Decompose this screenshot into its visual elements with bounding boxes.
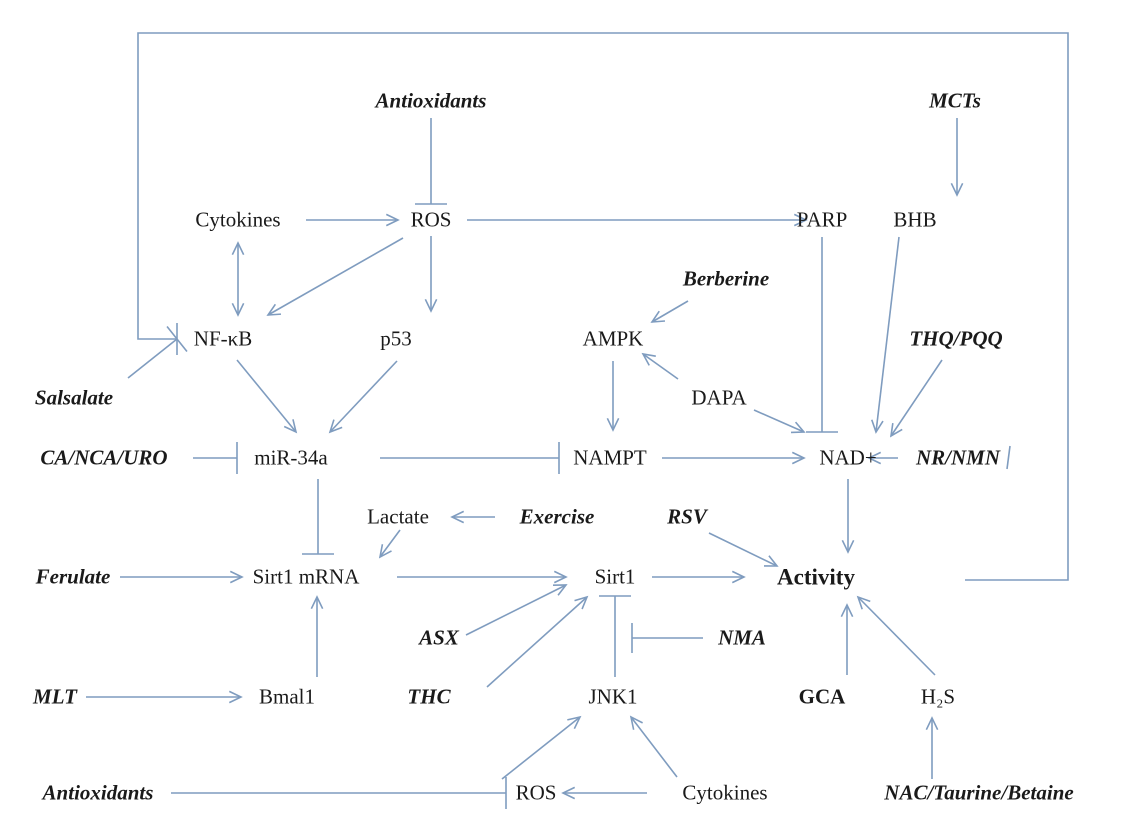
edge-ros-top-to-parp-arrowhead	[793, 213, 808, 227]
node-thq-pqq: THQ/PQQ	[909, 326, 1003, 351]
node-salsalate: Salsalate	[34, 385, 114, 410]
edge-dapa-to-ampk	[642, 353, 679, 380]
node-p53: p53	[380, 326, 412, 351]
edge-bhb-to-nad-arrowhead	[870, 419, 884, 434]
node-nr-nmn: NR/NMN	[915, 445, 1001, 470]
edge-cytokines-top-to-nfkb-arrowhead-reverse	[231, 241, 245, 256]
node-bmal1: Bmal1	[259, 684, 315, 709]
node-rsv: RSV	[667, 504, 707, 529]
edge-dapa-to-ampk-arrowhead	[641, 352, 656, 366]
edge-nfkb-to-mir34a-arrowhead	[283, 419, 298, 434]
edge-rsv-to-activity-arrowhead	[763, 555, 779, 567]
node-jnk1: JNK1	[588, 684, 638, 709]
edge-ros-bottom-to-jnk1	[501, 716, 581, 780]
edge-berberine-to-ampk	[651, 300, 689, 323]
edge-cytokines-top-to-ros-top-arrowhead	[385, 213, 400, 227]
edge-thq-pqq-to-nad	[890, 359, 943, 437]
edge-asx-to-sirt1	[465, 584, 567, 636]
edge-berberine-to-ampk-arrowhead	[650, 310, 666, 323]
edge-cytokines-bottom-to-jnk1-arrowhead	[629, 715, 643, 730]
node-nac-taurine-betaine: NAC/Taurine/Betaine	[884, 780, 1074, 805]
edge-cytokines-bottom-to-jnk1	[630, 716, 678, 778]
node-parp: PARP	[796, 207, 848, 232]
edge-gca-to-activity-arrowhead	[840, 603, 854, 618]
edge-dapa-to-nad	[753, 409, 805, 433]
node-antioxidants-top: Antioxidants	[375, 88, 487, 113]
edge-nad-to-activity-arrowhead	[841, 539, 855, 554]
edge-bmal1-to-sirt1-mrna-arrowhead	[310, 595, 324, 610]
edge-asx-to-sirt1-arrowhead	[552, 584, 568, 596]
nr-nmn-slash-mark	[1006, 445, 1011, 470]
node-ros-top: ROS	[410, 207, 452, 232]
node-ca-nca-uro: CA/NCA/URO	[40, 445, 168, 470]
node-nampt: NAMPT	[573, 445, 647, 470]
edge-ros-bottom-to-jnk1-arrowhead	[567, 715, 582, 730]
edge-ferulate-to-sirt1-mrna-arrowhead	[229, 570, 244, 584]
node-nfkb: NF-κB	[193, 326, 253, 351]
node-ferulate: Ferulate	[35, 564, 111, 589]
node-ros-bottom: ROS	[515, 780, 557, 805]
edge-dapa-to-nad-arrowhead	[790, 421, 806, 434]
node-asx: ASX	[419, 625, 459, 650]
edge-ros-top-to-nfkb	[267, 237, 404, 316]
edge-bhb-to-nad	[875, 236, 900, 433]
node-activity: Activity	[777, 564, 855, 590]
node-sirt1: Sirt1	[594, 564, 636, 589]
node-nma: NMA	[718, 625, 766, 650]
node-sirt1-mrna: Sirt1 mRNA	[252, 564, 360, 589]
edge-mlt-to-bmal1-arrowhead	[228, 690, 243, 704]
edge-cytokines-top-to-nfkb-arrowhead	[231, 302, 245, 317]
edge-thc-to-sirt1	[486, 596, 588, 688]
node-berberine: Berberine	[682, 266, 770, 291]
node-cytokines-bottom: Cytokines	[682, 780, 768, 805]
edge-lactate-to-sirt1-mrna-arrowhead	[378, 544, 392, 559]
node-ampk: AMPK	[582, 326, 644, 351]
node-mlt: MLT	[33, 684, 77, 709]
edge-rsv-to-activity	[708, 532, 778, 567]
node-nad: NAD+	[819, 445, 877, 470]
edge-ros-top-to-nfkb-arrowhead	[266, 303, 282, 316]
node-bhb: BHB	[893, 207, 937, 232]
node-antioxidants-bottom: Antioxidants	[42, 780, 154, 805]
edge-activity-to-nfkb-feedback-loop	[137, 32, 1069, 581]
node-lactate: Lactate	[367, 504, 429, 529]
node-cytokines-top: Cytokines	[195, 207, 281, 232]
edge-mcts-to-bhb-arrowhead	[950, 182, 964, 197]
edge-ampk-to-nampt-arrowhead	[606, 417, 620, 432]
edge-lactate-to-sirt1-mrna	[379, 529, 401, 558]
edge-sirt1-to-activity-arrowhead	[731, 570, 746, 584]
edge-ros-top-to-p53-arrowhead	[424, 298, 438, 313]
edge-thc-to-sirt1-arrowhead	[574, 595, 589, 610]
edge-h2s-to-activity	[857, 596, 936, 676]
edge-exercise-to-lactate-arrowhead	[450, 510, 465, 524]
edge-thq-pqq-to-nad-arrowhead	[889, 423, 903, 438]
node-thc: THC	[407, 684, 451, 709]
edge-nfkb-to-mir34a	[236, 359, 297, 433]
node-dapa: DAPA	[691, 385, 747, 410]
edge-nampt-to-nad-arrowhead	[791, 451, 806, 465]
node-exercise: Exercise	[519, 504, 595, 529]
edge-sirt1-mrna-to-sirt1-arrowhead	[553, 570, 568, 584]
edge-nr-nmn-to-nad-arrowhead	[867, 451, 882, 465]
node-mir34a: miR-34a	[254, 445, 328, 470]
edge-salsalate-to-nfkb	[127, 338, 178, 379]
node-h2s: H₂S	[920, 684, 956, 709]
node-mcts: MCTs	[929, 88, 981, 113]
edge-p53-to-mir34a	[329, 360, 398, 433]
edge-nac-taurine-betaine-to-h2s-arrowhead	[925, 716, 939, 731]
edge-p53-to-mir34a-arrowhead	[328, 419, 343, 434]
edge-h2s-to-activity-arrowhead	[856, 595, 871, 610]
edge-cytokines-bottom-to-ros-bottom-arrowhead	[561, 786, 576, 800]
node-gca: GCA	[798, 684, 846, 709]
